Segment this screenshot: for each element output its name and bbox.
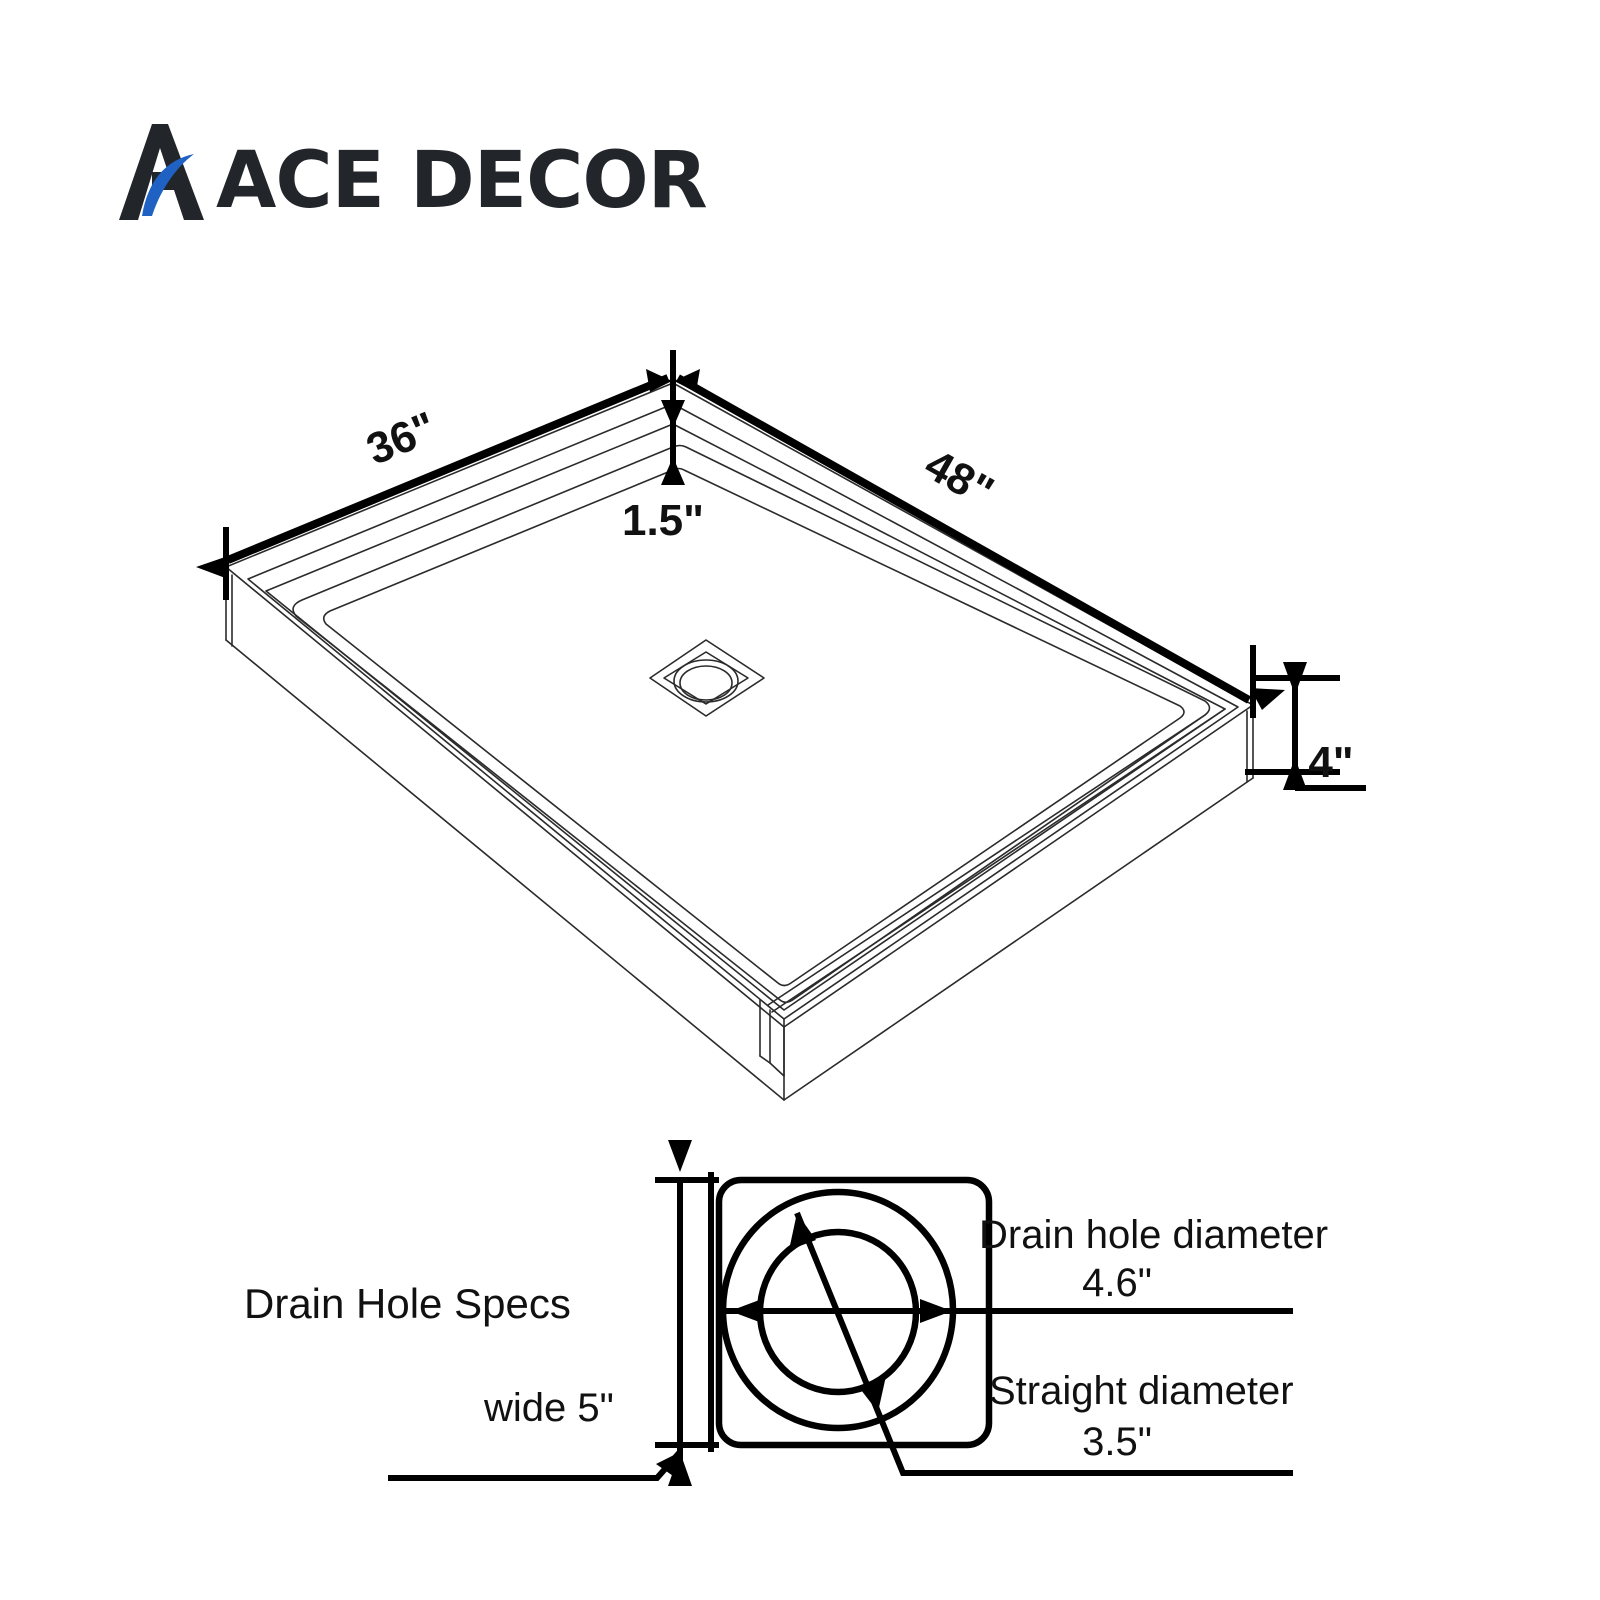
ace-swoosh-a-icon xyxy=(118,120,222,224)
value-hole-diameter: 4.6" xyxy=(1082,1261,1152,1305)
square-drain-icon xyxy=(649,639,765,717)
dimension-4 xyxy=(1245,662,1366,791)
label-36: 36" xyxy=(360,403,443,475)
drain-specs-title: Drain Hole Specs xyxy=(244,1280,571,1327)
drain-detail-view xyxy=(388,1140,1293,1486)
label-48: 48" xyxy=(917,440,1002,517)
label-straight-diameter: Straight diameter xyxy=(989,1369,1294,1413)
label-4: 4" xyxy=(1308,738,1353,787)
shower-base-geometry xyxy=(225,382,1254,1101)
dimension-1-5 xyxy=(661,400,685,485)
label-hole-diameter: Drain hole diameter xyxy=(979,1213,1328,1257)
label-1-5: 1.5" xyxy=(622,496,704,545)
dimension-48 xyxy=(676,374,1285,718)
label-wide-5: wide 5" xyxy=(483,1386,614,1430)
brand-name: ACE DECOR xyxy=(216,136,708,226)
brand-logo: ACE DECOR xyxy=(118,112,708,226)
value-straight-diameter: 3.5" xyxy=(1082,1420,1152,1464)
